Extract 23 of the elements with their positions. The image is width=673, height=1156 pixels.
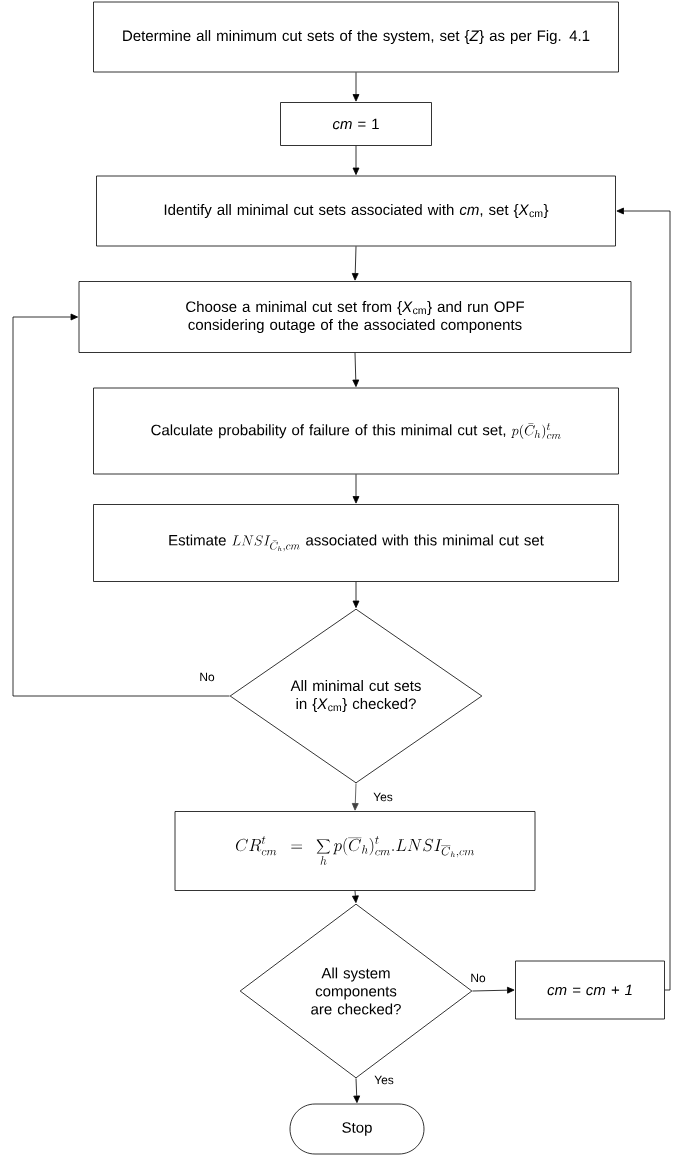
process-box: Determine all minimum cut sets of the system, set {Z} as per Fig. 4.1 — [93, 1, 619, 73]
terminal-box: Stop — [289, 1103, 425, 1155]
edge-label: No — [198, 671, 216, 683]
arrow — [352, 890, 359, 903]
arrow — [353, 1078, 361, 1103]
process-box: Estimate $LNSI_{\bar{C}_h,cm}$ associated with this minimal cut set — [93, 504, 619, 582]
process-box: Choose a minimal cut set from {X$_{cm}$} and run OPF considering outage of the associated components — [78, 281, 632, 353]
arrow — [616, 207, 671, 991]
arrow — [352, 145, 360, 175]
arrow — [351, 783, 359, 811]
arrow — [352, 474, 360, 504]
arrow — [352, 352, 360, 387]
process-box: Calculate probability of failure of this minimal cut set, $p(\bar{C}_h)^t_{cm}$ — [93, 387, 619, 475]
formula-box: $CR^t_{cm} = \sum_h p(\overline{C}_h)^t_{cm}.LNSI_{\overline{C}_h,cm}$ — [174, 811, 536, 891]
arrow — [351, 246, 359, 281]
arrow — [472, 986, 515, 994]
process-box: cm = cm + 1 — [515, 960, 665, 1020]
arrow — [352, 581, 360, 608]
arrow — [12, 313, 230, 697]
edge-label: Yes — [372, 791, 394, 803]
process-box: Identify all minimal cut sets associated with cm, set {X$_{cm}$} — [96, 175, 616, 247]
process-box: cm = 1 — [280, 102, 432, 146]
arrow — [352, 72, 360, 102]
